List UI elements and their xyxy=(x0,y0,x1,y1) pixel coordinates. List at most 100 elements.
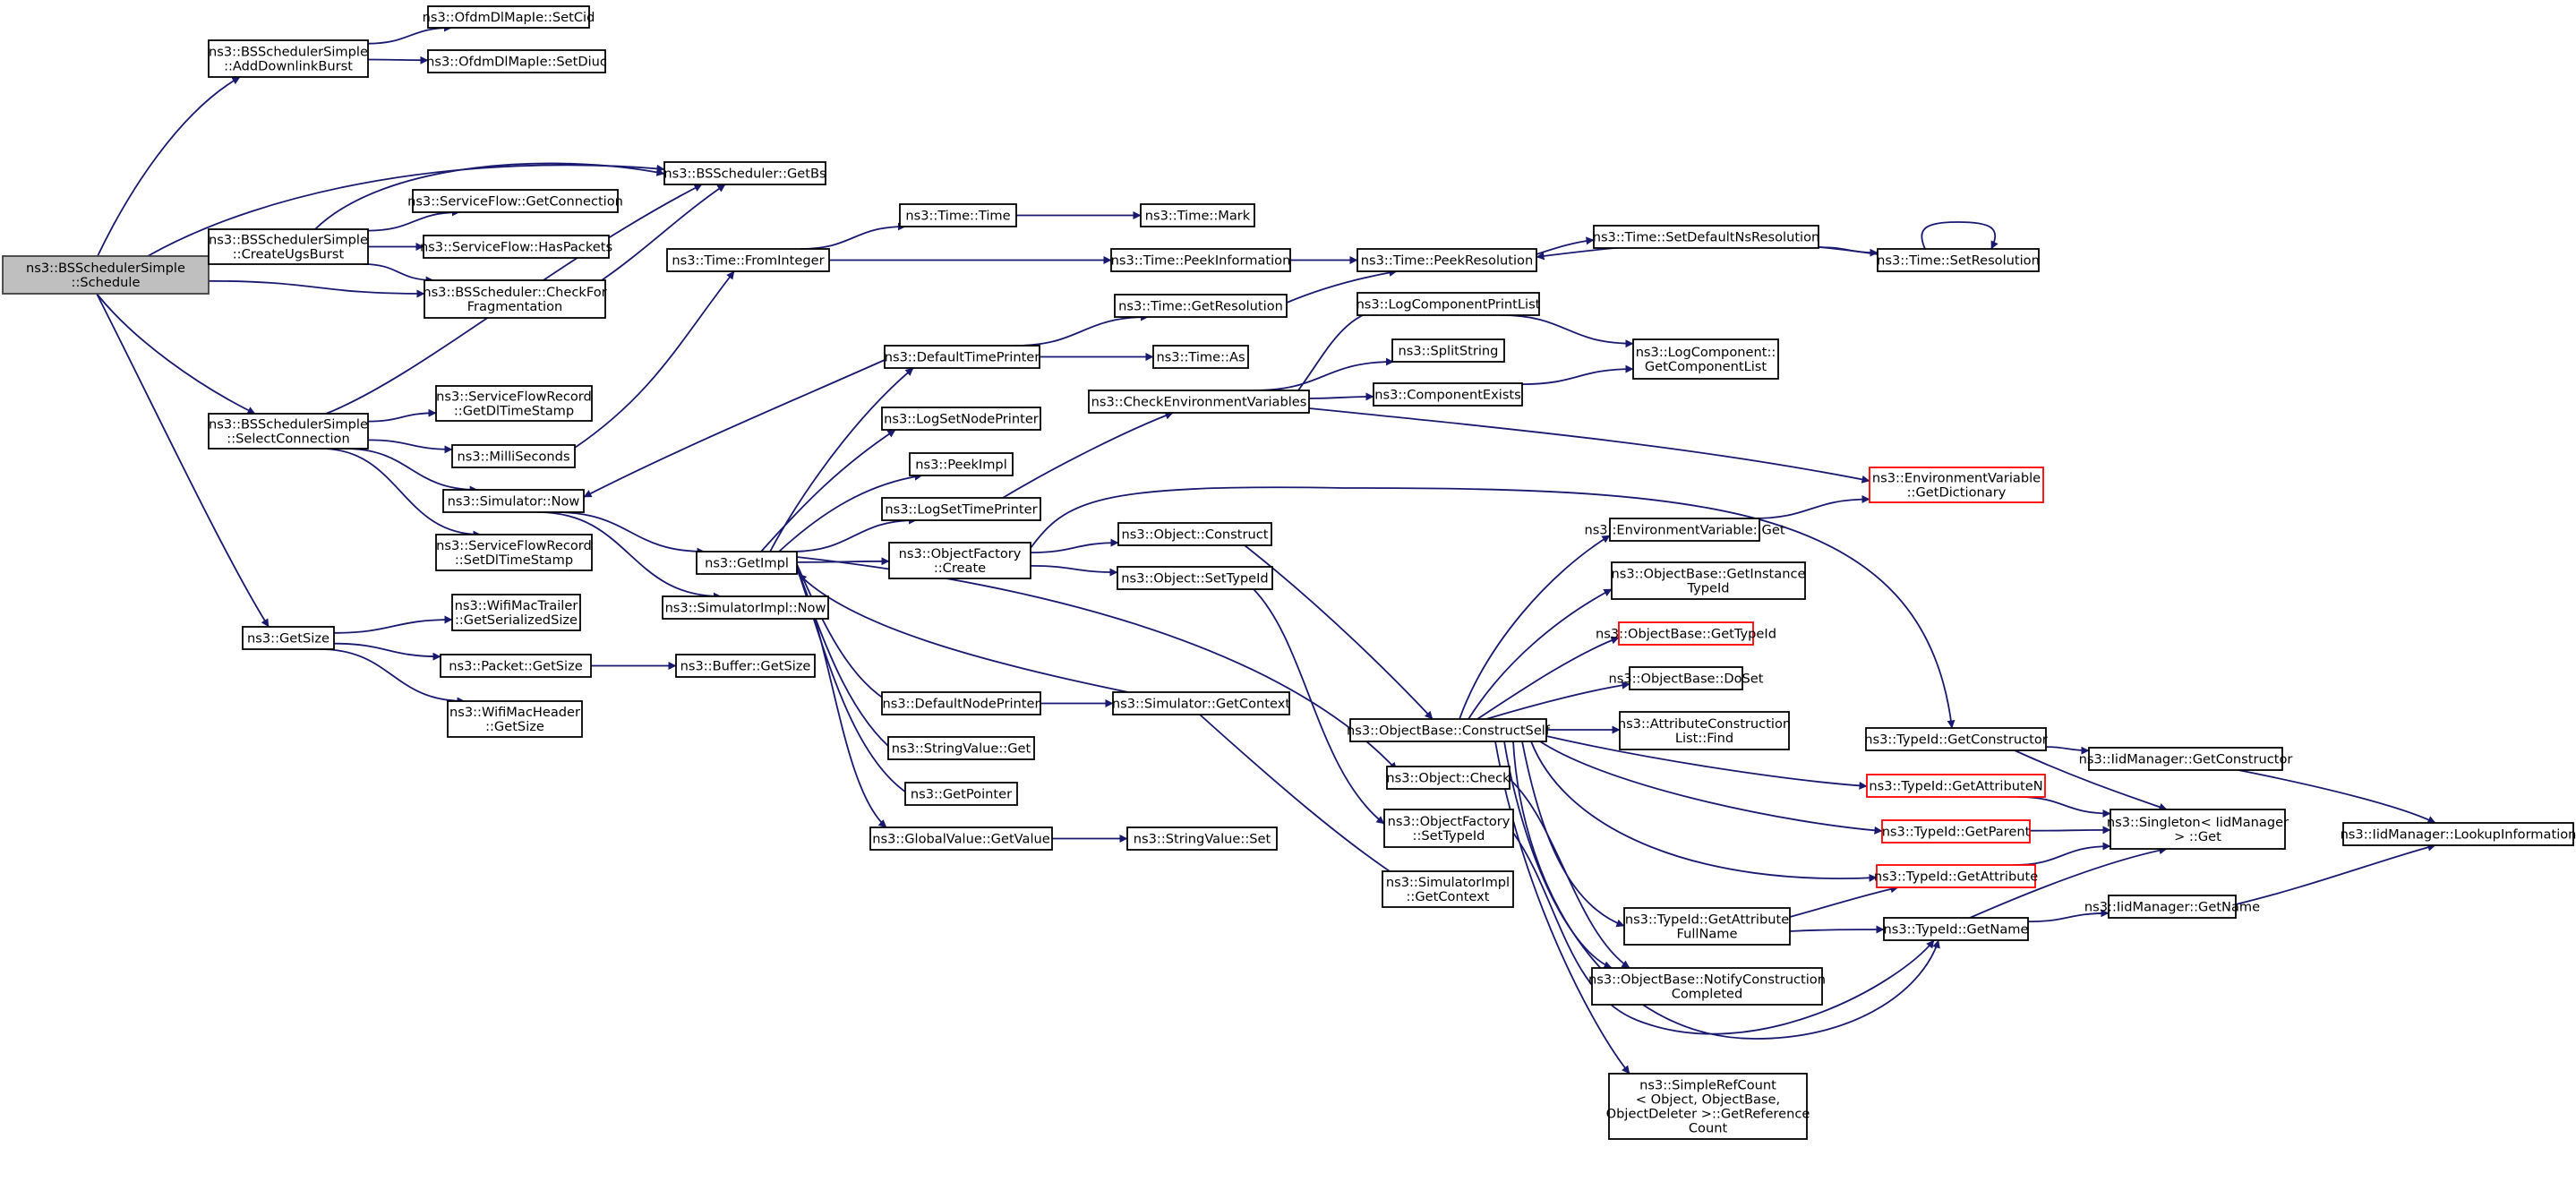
node-iidGetName[interactable]: ns3::IidManager::GetName xyxy=(2084,895,2260,919)
node-label: ns3::Time::Mark xyxy=(1145,209,1251,224)
node-logSetTime[interactable]: ns3::LogSetTimePrinter xyxy=(881,497,1041,521)
node-strValSet[interactable]: ns3::StringValue::Set xyxy=(1126,826,1278,851)
node-fromInt[interactable]: ns3::Time::FromInteger xyxy=(666,248,830,272)
node-schedule[interactable]: ns3::BSSchedulerSimple::Schedule xyxy=(2,255,210,295)
node-label: ns3::Time::SetDefaultNsResolution xyxy=(1593,230,1820,245)
node-addDL[interactable]: ns3::BSSchedulerSimple::AddDownlinkBurst xyxy=(208,39,369,78)
edge-simGetCtx-to-simImplGetCtx xyxy=(1199,714,1407,883)
node-pktGetSize[interactable]: ns3::Packet::GetSize xyxy=(440,654,592,678)
node-label: ::GetContext xyxy=(1406,889,1489,904)
node-label: GetComponentList xyxy=(1645,359,1767,374)
node-label: ns3::WifiMacTrailer xyxy=(455,598,578,613)
node-label: ns3::ObjectBase::DoSet xyxy=(1608,672,1763,687)
node-box xyxy=(888,542,1031,579)
node-setRes[interactable]: ns3::Time::SetResolution xyxy=(1877,248,2040,272)
node-gvGetValue[interactable]: ns3::GlobalValue::GetValue xyxy=(869,826,1053,851)
node-tidGetAttrN[interactable]: ns3::TypeId::GetAttributeN xyxy=(1866,774,2046,798)
node-getCompList[interactable]: ns3::LogComponent::GetComponentList xyxy=(1632,338,1779,380)
node-label: ::GetSerializedSize xyxy=(455,612,578,628)
node-createUgs[interactable]: ns3::BSSchedulerSimple::CreateUgsBurst xyxy=(208,228,369,265)
node-setDiuc[interactable]: ns3::OfdmDlMapIe::SetDiuc xyxy=(426,49,607,73)
node-simImplGetCtx[interactable]: ns3::SimulatorImpl::GetContext xyxy=(1382,870,1514,908)
node-logSetNode[interactable]: ns3::LogSetNodePrinter xyxy=(881,407,1041,431)
node-timeAs[interactable]: ns3::Time::As xyxy=(1152,345,1249,369)
node-label: TypeId xyxy=(1686,581,1729,596)
node-box xyxy=(1382,870,1514,908)
node-box xyxy=(208,228,369,265)
node-ofSetTypeId[interactable]: ns3::ObjectFactory::SetTypeId xyxy=(1383,809,1514,848)
edge-createUgs-to-getBs xyxy=(314,162,665,230)
node-milli[interactable]: ns3::MilliSeconds xyxy=(451,444,576,468)
node-box xyxy=(696,551,798,575)
node-label: ns3::TypeId::GetAttributeN xyxy=(1869,779,2042,794)
node-getImpl[interactable]: ns3::GetImpl xyxy=(696,551,798,575)
node-lookupInfo[interactable]: ns3::IidManager::LookupInformation xyxy=(2341,822,2576,846)
node-box xyxy=(1126,826,1278,851)
node-getDlTs[interactable]: ns3::ServiceFlowRecord::GetDlTimeStamp xyxy=(435,385,593,422)
edge-peekRes-to-setDefRes xyxy=(1536,236,1595,255)
node-tidGetCtor[interactable]: ns3::TypeId::GetConstructor xyxy=(1864,727,2048,751)
node-singleton[interactable]: ns3::Singleton< IidManager> ::Get xyxy=(2107,809,2289,850)
node-simGetCtx[interactable]: ns3::Simulator::GetContext xyxy=(1112,691,1290,715)
node-box xyxy=(440,654,592,678)
node-checkEnv[interactable]: ns3::CheckEnvironmentVariables xyxy=(1088,390,1310,414)
node-objCheck[interactable]: ns3::Object::Check xyxy=(1386,766,1511,790)
node-refCount[interactable]: ns3::SimpleRefCount< Object, ObjectBase,… xyxy=(1606,1073,1810,1140)
node-tidGetParent[interactable]: ns3::TypeId::GetParent xyxy=(1881,819,2031,844)
node-timeMark[interactable]: ns3::Time::Mark xyxy=(1140,203,1255,227)
node-tidGetAttr[interactable]: ns3::TypeId::GetAttribute xyxy=(1874,864,2038,888)
node-wifiTrailer[interactable]: ns3::WifiMacTrailer::GetSerializedSize xyxy=(451,594,581,631)
edge-checkEnv-to-logCompPrint xyxy=(1297,301,1398,391)
node-objSetTypeId[interactable]: ns3::Object::SetTypeId xyxy=(1117,566,1273,590)
node-box xyxy=(208,413,369,450)
node-setDlTs[interactable]: ns3::ServiceFlowRecord::SetDlTimeStamp xyxy=(435,534,593,571)
node-getPointer[interactable]: ns3::GetPointer xyxy=(904,782,1018,806)
node-setDefRes[interactable]: ns3::Time::SetDefaultNsResolution xyxy=(1593,225,1820,249)
node-getSize[interactable]: ns3::GetSize xyxy=(242,626,335,650)
node-bufGetSize[interactable]: ns3::Buffer::GetSize xyxy=(675,654,816,678)
node-defNodePr[interactable]: ns3::DefaultNodePrinter xyxy=(881,691,1041,715)
node-timeTime[interactable]: ns3::Time::Time xyxy=(899,203,1017,227)
node-peekInfo[interactable]: ns3::Time::PeekInformation xyxy=(1110,248,1291,272)
node-simNow[interactable]: ns3::Simulator::Now xyxy=(442,489,585,513)
node-box xyxy=(884,345,1040,369)
node-objFactCreate[interactable]: ns3::ObjectFactory::Create xyxy=(888,542,1031,579)
node-hasPackets[interactable]: ns3::ServiceFlow::HasPackets xyxy=(420,235,612,259)
node-obGetTypeId[interactable]: ns3::ObjectBase::GetTypeId xyxy=(1596,621,1776,646)
node-envGetDict[interactable]: ns3::EnvironmentVariable::GetDictionary xyxy=(1869,467,2044,503)
node-simImplNow[interactable]: ns3::SimulatorImpl::Now xyxy=(662,595,829,620)
node-strValGet[interactable]: ns3::StringValue::Get xyxy=(887,736,1035,760)
node-label: ns3::IidManager::GetConstructor xyxy=(2079,752,2293,767)
node-envGet[interactable]: ns3::EnvironmentVariable::Get xyxy=(1584,518,1785,542)
node-tidGetName[interactable]: ns3::TypeId::GetName xyxy=(1883,917,2029,941)
node-objConstruct[interactable]: ns3::Object::Construct xyxy=(1117,522,1272,546)
node-logCompPrint[interactable]: ns3::LogComponentPrintList xyxy=(1356,292,1541,316)
node-wifiHeader[interactable]: ns3::WifiMacHeader::GetSize xyxy=(447,700,583,738)
node-getRes[interactable]: ns3::Time::GetResolution xyxy=(1114,294,1288,318)
node-obDoSet[interactable]: ns3::ObjectBase::DoSet xyxy=(1608,666,1764,690)
node-compExists[interactable]: ns3::ComponentExists xyxy=(1373,382,1523,407)
edge-getSize-to-wifiTrailer xyxy=(333,615,453,634)
edge-logCompPrint-to-getCompList xyxy=(1500,314,1634,348)
node-box xyxy=(1386,766,1511,790)
node-obNotify[interactable]: ns3::ObjectBase::NotifyConstructionCompl… xyxy=(1588,967,1826,1006)
node-box xyxy=(2342,822,2574,846)
node-label: ns3::Time::PeekInformation xyxy=(1111,253,1291,269)
edge-tidGetParent-to-singleton xyxy=(2029,826,2111,835)
node-getConn[interactable]: ns3::ServiceFlow::GetConnection xyxy=(407,189,623,213)
node-setCid[interactable]: ns3::OfdmDlMapIe::SetCid xyxy=(423,5,595,29)
node-selConn[interactable]: ns3::BSSchedulerSimple::SelectConnection xyxy=(208,413,369,450)
node-box xyxy=(1618,621,1754,646)
node-peekRes[interactable]: ns3::Time::PeekResolution xyxy=(1356,248,1537,272)
node-splitStr[interactable]: ns3::SplitString xyxy=(1391,338,1505,363)
node-defTimePr[interactable]: ns3::DefaultTimePrinter xyxy=(884,345,1040,369)
node-obConstructSelf[interactable]: ns3::ObjectBase::ConstructSelf xyxy=(1347,718,1551,742)
node-peekImpl[interactable]: ns3::PeekImpl xyxy=(909,452,1014,476)
node-iidGetCtor[interactable]: ns3::IidManager::GetConstructor xyxy=(2079,747,2293,771)
node-getBs[interactable]: ns3::BSScheduler::GetBs xyxy=(663,161,826,185)
edge-obConstructSelf-to-obGetInst xyxy=(1468,588,1613,720)
